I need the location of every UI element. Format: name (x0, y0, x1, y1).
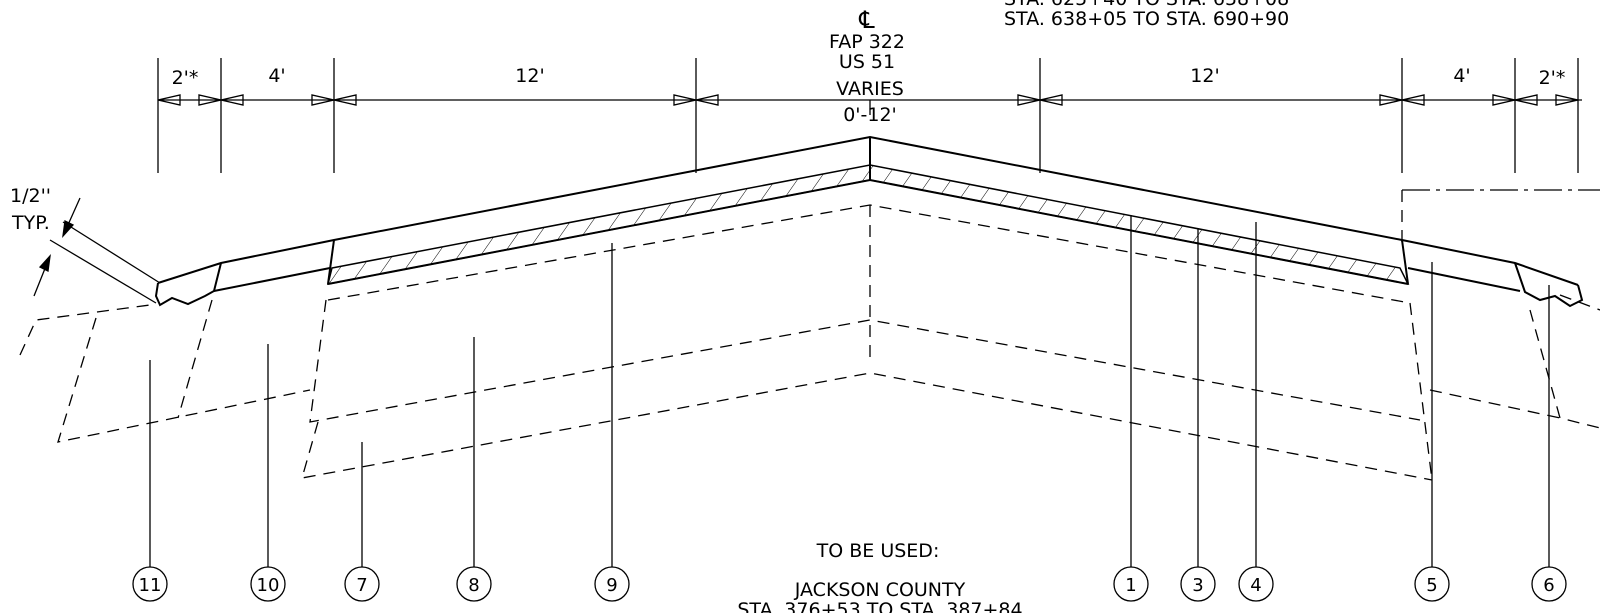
callout-7: 7 (356, 575, 367, 596)
dim-right-shoulder: 4' (1453, 65, 1470, 87)
station-range-line-1: STA. 625+40 TO STA. 658+08 (1004, 0, 1289, 10)
dim-left-lane: 12' (515, 65, 544, 87)
pavement-section (154, 135, 1584, 308)
subgrade-lines (19, 190, 1600, 481)
dim-right-outer: 2'* (1539, 67, 1566, 89)
footer-station-range: STA. 376+53 TO STA. 387+84 (737, 599, 1022, 613)
thickness-leader (33, 197, 161, 304)
overlay-left (326, 164, 871, 285)
overlay-right (869, 164, 1410, 286)
callout-1: 1 (1125, 575, 1136, 596)
varies-label: VARIES (836, 78, 904, 100)
callout-circles (132, 566, 1567, 602)
thickness-note: 1/2'' (10, 185, 51, 207)
callout-4: 4 (1250, 575, 1261, 596)
callout-8: 8 (468, 575, 479, 596)
callout-11: 11 (139, 575, 162, 596)
station-range-line-2: STA. 638+05 TO STA. 690+90 (1004, 8, 1289, 30)
to-be-used-label: TO BE USED: (816, 540, 940, 562)
route-label-us: US 51 (839, 51, 895, 73)
callout-9: 9 (606, 575, 617, 596)
dim-left-shoulder: 4' (268, 65, 285, 87)
county-label: JACKSON COUNTY (794, 579, 966, 601)
callout-6: 6 (1543, 575, 1554, 596)
dim-right-lane: 12' (1190, 65, 1219, 87)
callout-leaders (149, 215, 1550, 567)
callout-3: 3 (1192, 575, 1203, 596)
typical-note: TYP. (11, 212, 50, 234)
route-label-fap: FAP 322 (829, 31, 905, 53)
callout-5: 5 (1426, 575, 1437, 596)
dim-left-outer: 2'* (172, 67, 199, 89)
dimension-line (157, 58, 1582, 173)
callout-10: 10 (257, 575, 280, 596)
centerline-symbol: ℄ (858, 6, 875, 34)
